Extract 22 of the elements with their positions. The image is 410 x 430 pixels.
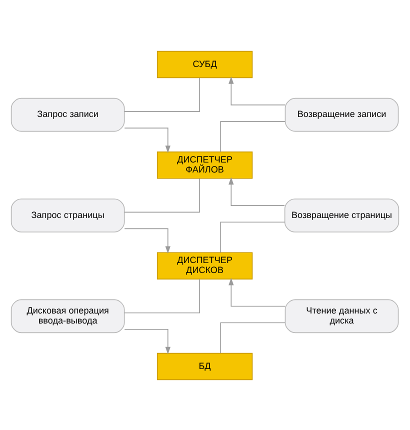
- node-box: ДИСПЕТЧЕР ФАЙЛОВ: [156, 151, 253, 178]
- connector: [124, 178, 200, 212]
- arrow: [124, 228, 170, 254]
- arrow: [228, 277, 286, 306]
- node-box: Возвращение страницы: [284, 198, 400, 232]
- node-box: Дисковая операция ввода-вывода: [10, 298, 125, 333]
- node-box: Запрос страницы: [10, 198, 125, 232]
- node-box: БД: [156, 352, 253, 380]
- connector: [124, 278, 200, 313]
- node-box: Возвращение записи: [284, 97, 399, 132]
- node-box: Запрос записи: [10, 97, 125, 132]
- arrow: [124, 127, 170, 152]
- arrow: [124, 328, 170, 354]
- connector: [220, 120, 286, 152]
- arrow: [228, 176, 285, 206]
- node-box: Чтение данных с диска: [284, 298, 399, 333]
- node-box: ДИСПЕТЧЕР ДИСКОВ: [156, 252, 253, 279]
- connector: [220, 322, 286, 354]
- arrow: [228, 76, 286, 105]
- node-box: СУБД: [156, 50, 253, 78]
- connector: [124, 76, 200, 112]
- connector: [220, 221, 286, 252]
